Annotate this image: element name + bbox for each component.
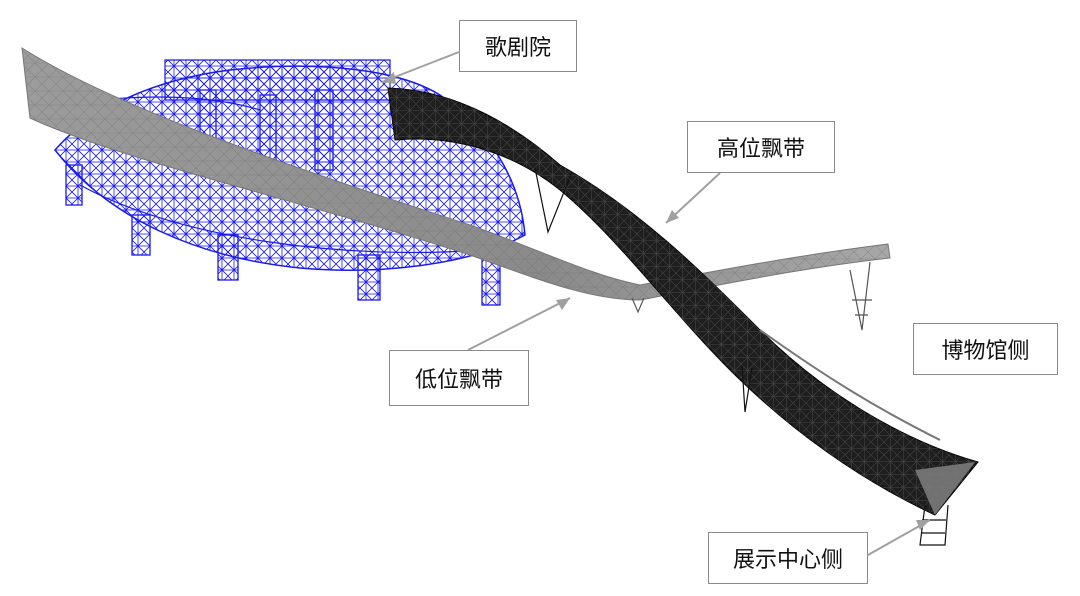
high-ribbon [387, 87, 979, 546]
museum-side-label: 博物馆侧 [913, 323, 1058, 375]
exhibition-center-side-label: 展示中心侧 [708, 532, 868, 584]
high-ribbon-label: 高位飘带 [687, 121, 835, 173]
opera-house-label: 歌剧院 [459, 20, 577, 72]
low-ribbon-label: 低位飘带 [389, 350, 529, 406]
low-ribbon [21, 47, 891, 331]
